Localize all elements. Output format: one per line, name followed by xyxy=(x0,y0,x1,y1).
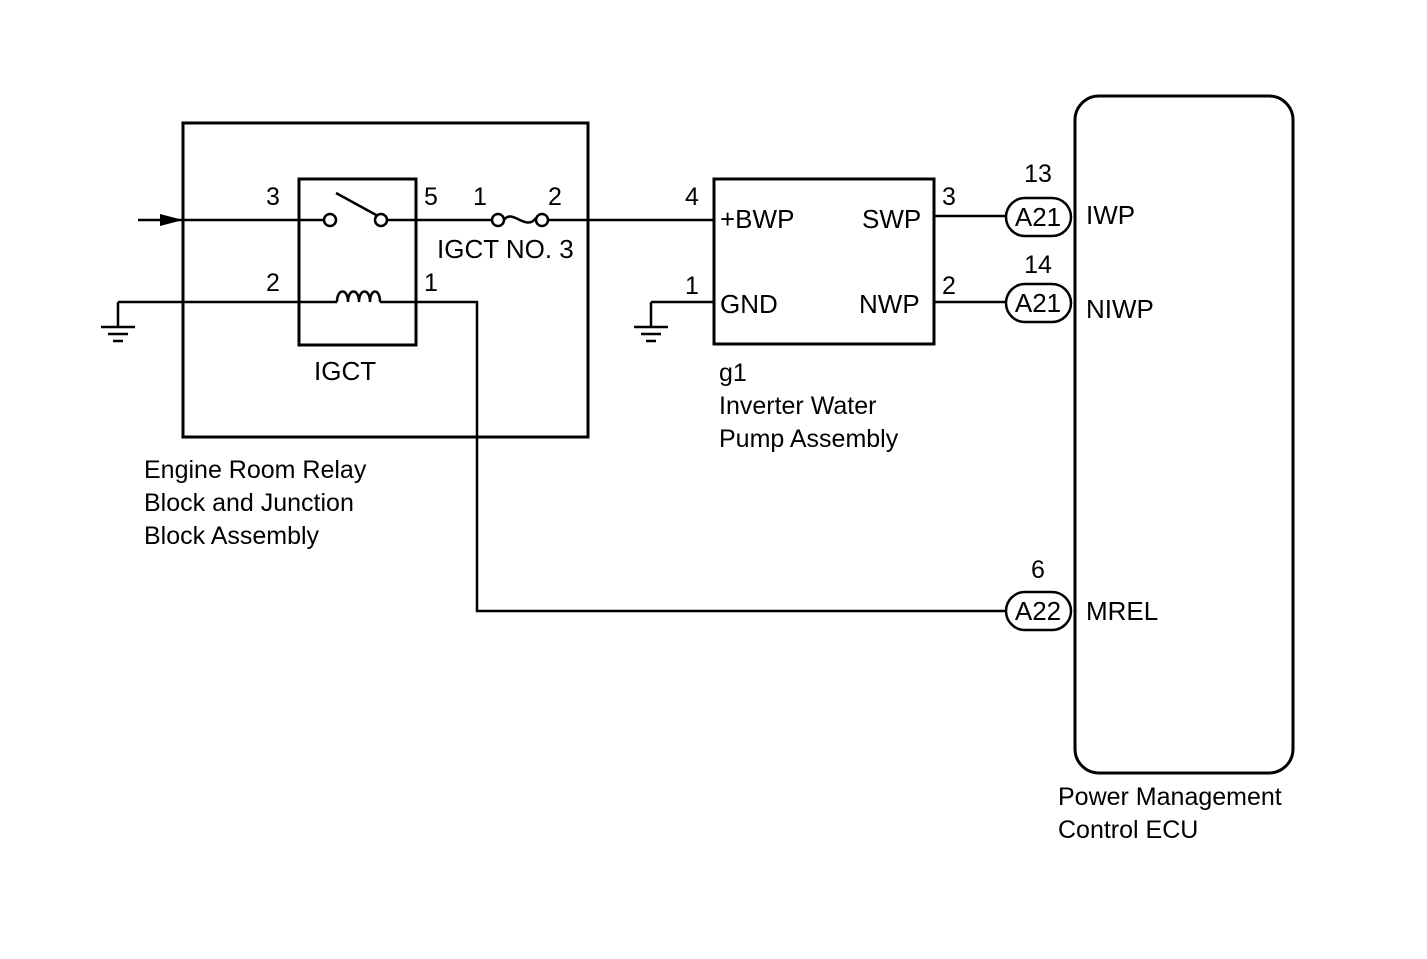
switch-blade-icon xyxy=(335,191,379,218)
connector-label: A22 xyxy=(1015,596,1061,626)
relay-pin-5: 5 xyxy=(424,183,438,211)
pump-terminal-nwp: NWP xyxy=(859,289,920,319)
relay-pin-3: 3 xyxy=(266,183,280,211)
fuse-label: IGCT NO. 3 xyxy=(437,234,574,264)
fuse-terminal-icon xyxy=(490,212,506,228)
relay-label: IGCT xyxy=(314,356,376,386)
relay-block-outline xyxy=(181,121,590,439)
ecu-pin-6: 6 xyxy=(1031,556,1045,584)
pump-pin-1: 1 xyxy=(685,272,699,300)
mrel-wire xyxy=(380,300,1006,613)
pump-terminal-gnd: GND xyxy=(720,289,778,319)
switch-contact-icon xyxy=(322,212,338,228)
pump-box xyxy=(712,177,936,346)
ecu-pin-13: 13 xyxy=(1024,160,1052,188)
fuse-pin-1: 1 xyxy=(473,183,487,211)
connector-a22-mrel xyxy=(1004,590,1073,632)
relay-block-caption: Engine Room Relay Block and Junction Blo… xyxy=(144,456,373,550)
connector-label: A21 xyxy=(1015,288,1061,318)
pump-pin-3: 3 xyxy=(942,183,956,211)
ecu-terminal-iwp: IWP xyxy=(1086,200,1135,230)
ecu-terminal-mrel: MREL xyxy=(1086,596,1158,626)
ecu-terminal-niwp: NIWP xyxy=(1086,294,1154,324)
pump-pin-2: 2 xyxy=(942,272,956,300)
fuse-pin-2: 2 xyxy=(548,183,562,211)
input-arrow-icon xyxy=(160,214,183,226)
pump-caption: g1 Inverter Water Pump Assembly xyxy=(719,359,899,453)
pump-pin-4: 4 xyxy=(685,183,699,211)
relay-pin-1: 1 xyxy=(424,269,438,297)
ecu-caption: Power Management Control ECU xyxy=(1058,783,1289,844)
pump-terminal-bwp: +BWP xyxy=(720,204,794,234)
ecu-pin-14: 14 xyxy=(1024,251,1052,279)
ecu-box xyxy=(1073,94,1295,775)
connector-a21-niwp xyxy=(1004,282,1073,324)
connector-a21-iwp xyxy=(1004,196,1073,238)
connector-label: A21 xyxy=(1015,202,1061,232)
igct-relay-box xyxy=(297,177,418,347)
relay-coil-icon xyxy=(335,290,382,303)
relay-pin-2: 2 xyxy=(266,269,280,297)
fuse-icon xyxy=(502,215,538,224)
fuse-terminal-icon xyxy=(534,212,550,228)
pump-terminal-swp: SWP xyxy=(862,204,921,234)
